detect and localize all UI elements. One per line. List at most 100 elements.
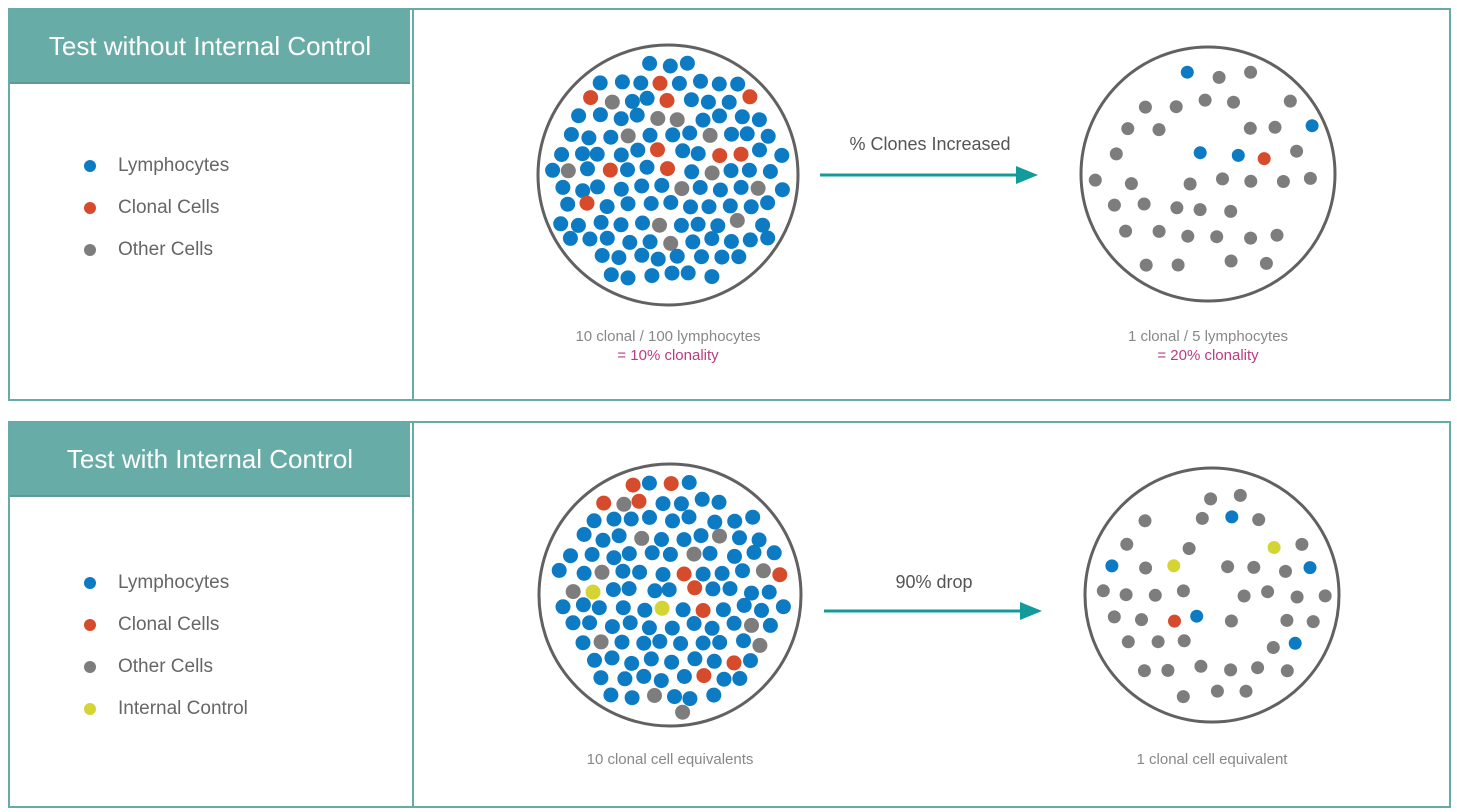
lymphocyte-cell xyxy=(712,108,727,124)
lymphocyte-cell xyxy=(700,94,716,110)
lymphocyte-cell xyxy=(603,687,619,703)
gray-circle-icon xyxy=(84,244,96,256)
other-cell xyxy=(1152,123,1166,137)
lymphocyte-cell xyxy=(621,581,637,597)
clonal-cell xyxy=(631,493,647,509)
lymphocyte-cell xyxy=(560,196,576,212)
lymphocyte-cell xyxy=(684,164,700,180)
sample-circle-after xyxy=(1083,466,1341,724)
lymphocyte-cell xyxy=(545,162,561,178)
other-cell xyxy=(1276,175,1290,188)
other-cell xyxy=(1243,121,1257,135)
other-cell xyxy=(1120,537,1134,551)
lymphocyte-cell xyxy=(687,651,703,667)
lymphocyte-cell xyxy=(722,581,738,597)
clonal-cell xyxy=(660,161,675,177)
lymphocyte-cell xyxy=(603,267,619,283)
lymphocyte-cell xyxy=(592,107,608,123)
other-cell xyxy=(1290,590,1304,604)
legend: Lymphocytes Clonal Cells Other Cells xyxy=(84,145,229,271)
lymphocyte-cell xyxy=(1190,609,1204,623)
lymphocyte-cell xyxy=(675,143,691,159)
lymphocyte-cell xyxy=(754,602,769,618)
lymphocyte-cell xyxy=(712,182,728,198)
lymphocyte-cell xyxy=(622,615,638,631)
other-cell xyxy=(1239,684,1253,698)
lymphocyte-cell xyxy=(642,234,658,250)
other-cell xyxy=(755,563,771,579)
legend-column: Test with Internal Control Lymphocytes C… xyxy=(10,423,414,806)
other-cell xyxy=(1169,100,1183,114)
clonal-cell xyxy=(772,567,788,583)
lymphocyte-cell xyxy=(743,653,758,669)
lymphocyte-cell xyxy=(571,108,587,124)
lymphocyte-cell xyxy=(643,196,659,211)
clonality-result: = 20% clonality xyxy=(1157,347,1259,364)
other-cell xyxy=(1183,177,1197,191)
lymphocyte-cell xyxy=(695,566,711,582)
cell-group-before xyxy=(545,55,790,286)
other-cell xyxy=(1194,659,1208,673)
lymphocyte-cell xyxy=(686,616,702,631)
other-cell xyxy=(1259,256,1273,270)
clonal-cell xyxy=(583,90,599,106)
lymphocyte-cell xyxy=(594,248,610,263)
lymphocyte-cell xyxy=(676,532,692,548)
other-cell xyxy=(686,546,702,562)
lymphocyte-cell xyxy=(575,597,591,613)
panel-without-internal-control: Test without Internal Control Lymphocyte… xyxy=(8,8,1451,401)
other-cell xyxy=(1210,230,1224,244)
other-cell xyxy=(712,528,727,544)
lymphocyte-cell xyxy=(622,234,638,250)
other-cell xyxy=(1139,258,1153,272)
lymphocyte-cell xyxy=(736,633,751,649)
legend-item-clonal-cells: Clonal Cells xyxy=(84,604,248,646)
other-cell xyxy=(1119,224,1133,238)
lymphocyte-cell xyxy=(667,689,682,705)
lymphocyte-cell xyxy=(555,599,571,615)
legend-column: Test without Internal Control Lymphocyte… xyxy=(10,10,414,399)
lymphocyte-cell xyxy=(739,126,755,142)
lymphocyte-cell xyxy=(715,602,731,618)
lymphocyte-cell xyxy=(593,214,609,230)
lymphocyte-cell xyxy=(634,247,650,263)
other-cell xyxy=(1107,610,1121,624)
other-cell xyxy=(652,217,667,233)
lymphocyte-cell xyxy=(701,199,717,215)
other-cell xyxy=(1244,174,1258,188)
clonal-cell xyxy=(742,89,758,105)
other-cell xyxy=(1135,613,1148,627)
lymphocyte-cell xyxy=(652,633,668,649)
legend-label: Lymphocytes xyxy=(118,155,230,176)
lymphocyte-cell xyxy=(741,162,757,178)
lymphocyte-cell xyxy=(662,546,678,562)
lymphocyte-cell xyxy=(563,548,578,564)
caption-text: 10 clonal cell equivalents xyxy=(586,751,754,768)
clonal-cell xyxy=(687,580,703,596)
other-cell xyxy=(1161,663,1175,677)
other-cell xyxy=(1198,93,1212,107)
clonal-cell xyxy=(676,566,692,582)
other-cell xyxy=(674,181,690,197)
red-circle-icon xyxy=(84,202,96,214)
lymphocyte-cell xyxy=(682,691,698,707)
other-cell xyxy=(593,634,609,650)
lymphocyte-cell xyxy=(716,671,732,687)
diagram-area: 90% drop 10 clonal cell equivalents 1 cl… xyxy=(412,423,1447,811)
lymphocyte-cell xyxy=(732,671,748,686)
caption-after: 1 clonal cell equivalent xyxy=(1062,751,1362,768)
lymphocyte-cell xyxy=(635,215,650,231)
other-cell xyxy=(1279,564,1292,578)
other-cell xyxy=(1318,589,1332,603)
lymphocyte-cell xyxy=(614,74,630,90)
lymphocyte-cell xyxy=(1180,65,1194,79)
lymphocyte-cell xyxy=(694,249,709,265)
other-cell xyxy=(1138,100,1152,114)
lymphocyte-cell xyxy=(562,230,578,246)
clonal-cell xyxy=(659,93,675,108)
other-cell xyxy=(1283,94,1297,108)
lymphocyte-cell xyxy=(570,217,586,233)
lymphocyte-cell xyxy=(551,562,567,578)
lymphocyte-cell xyxy=(712,634,728,650)
legend-label: Lymphocytes xyxy=(118,572,230,593)
